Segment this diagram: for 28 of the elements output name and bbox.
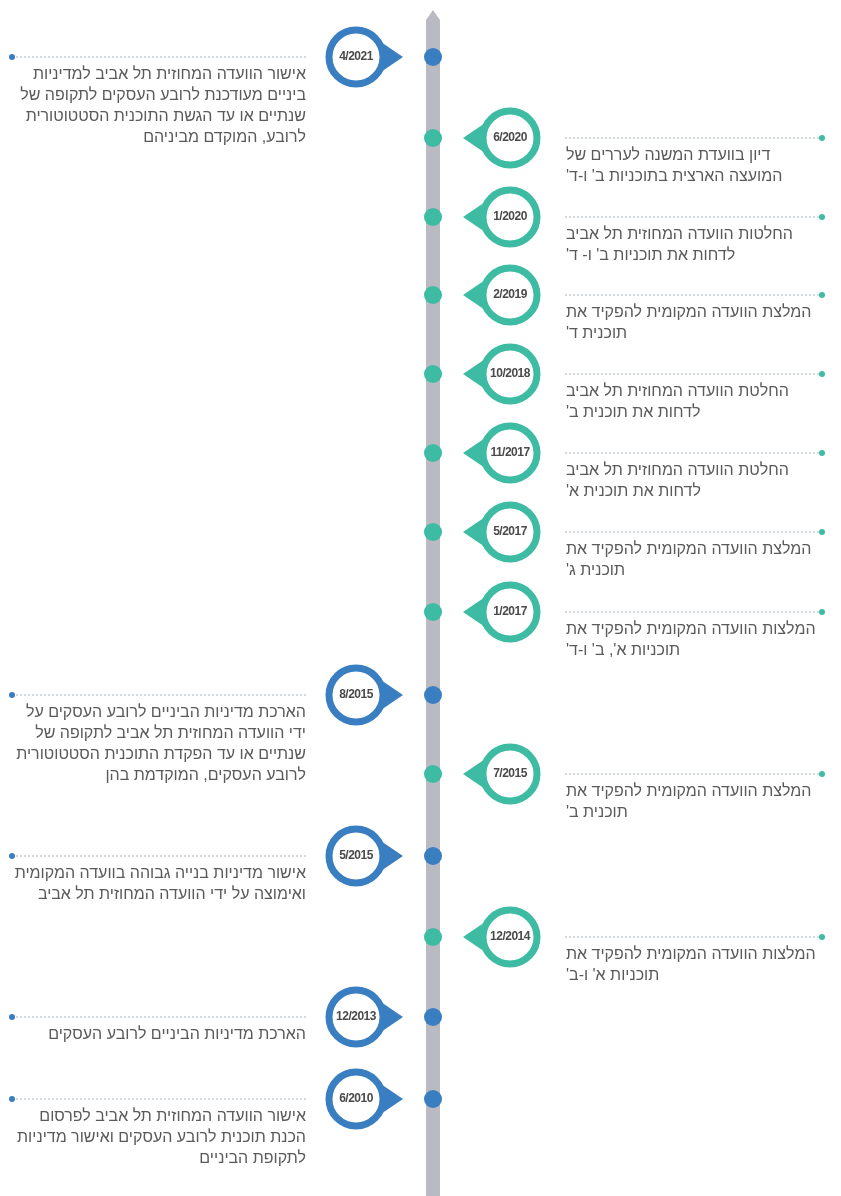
event-description: החלטות הוועדה המחוזית תל אביב לדחות את תוכניות ב' ו- ד': [566, 224, 794, 265]
event-description: המלצת הוועדה המקומית להפקיד את תוכנית ג': [566, 539, 813, 580]
date-label: 12/2013: [335, 1009, 377, 1023]
date-label: 4/2021: [338, 49, 374, 63]
date-label: 6/2020: [492, 130, 528, 144]
event-description: אישור הוועדה המחוזית תל אביב למדיניות ביניים מעודכנת לרובע העסקים לתקופה של שנתיים או עד הגשת התוכנית הסטטוטורית לרובע, המוקדם מביניהם: [19, 64, 306, 147]
date-label: 2/2019: [492, 287, 528, 301]
event-description: המלצת הוועדה המקומית להפקיד את תוכנית ד': [566, 302, 813, 343]
event-description: המלצות הוועדה המקומית להפקיד את תוכניות א' ו-ב': [566, 944, 817, 985]
event-description: הארכת מדיניות הביניים לרובע העסקים: [47, 1024, 306, 1044]
event-description: אישור הוועדה המחוזית תל אביב לפרסום הכנת תוכנית לרובע העסקים ואישור מדיניות לתקופת הביניים: [16, 1106, 306, 1168]
date-label: 10/2018: [489, 366, 531, 380]
event-description: אישור מדיניות בנייה גבוהה בוועדה המקומית ואימוצה על ידי הוועדה המחוזית תל אביב: [14, 863, 306, 904]
date-label: 8/2015: [338, 687, 374, 701]
date-label: 1/2017: [492, 604, 528, 618]
date-label: 7/2015: [492, 766, 528, 780]
date-label: 5/2015: [338, 848, 374, 862]
event-description: המלצות הוועדה המקומית להפקיד את תוכניות א', ב' ו-ד': [566, 619, 817, 660]
date-label: 12/2014: [489, 929, 532, 943]
event-description: החלטת הוועדה המחוזית תל אביב לדחות את תוכנית א': [566, 460, 790, 501]
event-description: דיון בוועדת המשנה לעררים של המועצה הארצית בתוכניות ב' ו-ד': [566, 145, 784, 186]
date-label: 6/2010: [338, 1091, 374, 1105]
date-label: 5/2017: [492, 524, 528, 538]
date-label: 1/2020: [492, 209, 528, 223]
event-description: החלטת הוועדה המחוזית תל אביב לדחות את תוכנית ב': [566, 381, 790, 422]
event-description: המלצת הוועדה המקומית להפקיד את תוכנית ב': [566, 781, 813, 822]
date-label: 11/2017: [489, 445, 531, 459]
event-description: הארכת מדיניות הביניים לרובע העסקים על ידי הוועדה המחוזית תל אביב לתקופה של שנתיים או עד הפקדת התוכנית הסטטוטורית לרובע העסקים, המוקדמת בהן: [15, 702, 306, 785]
